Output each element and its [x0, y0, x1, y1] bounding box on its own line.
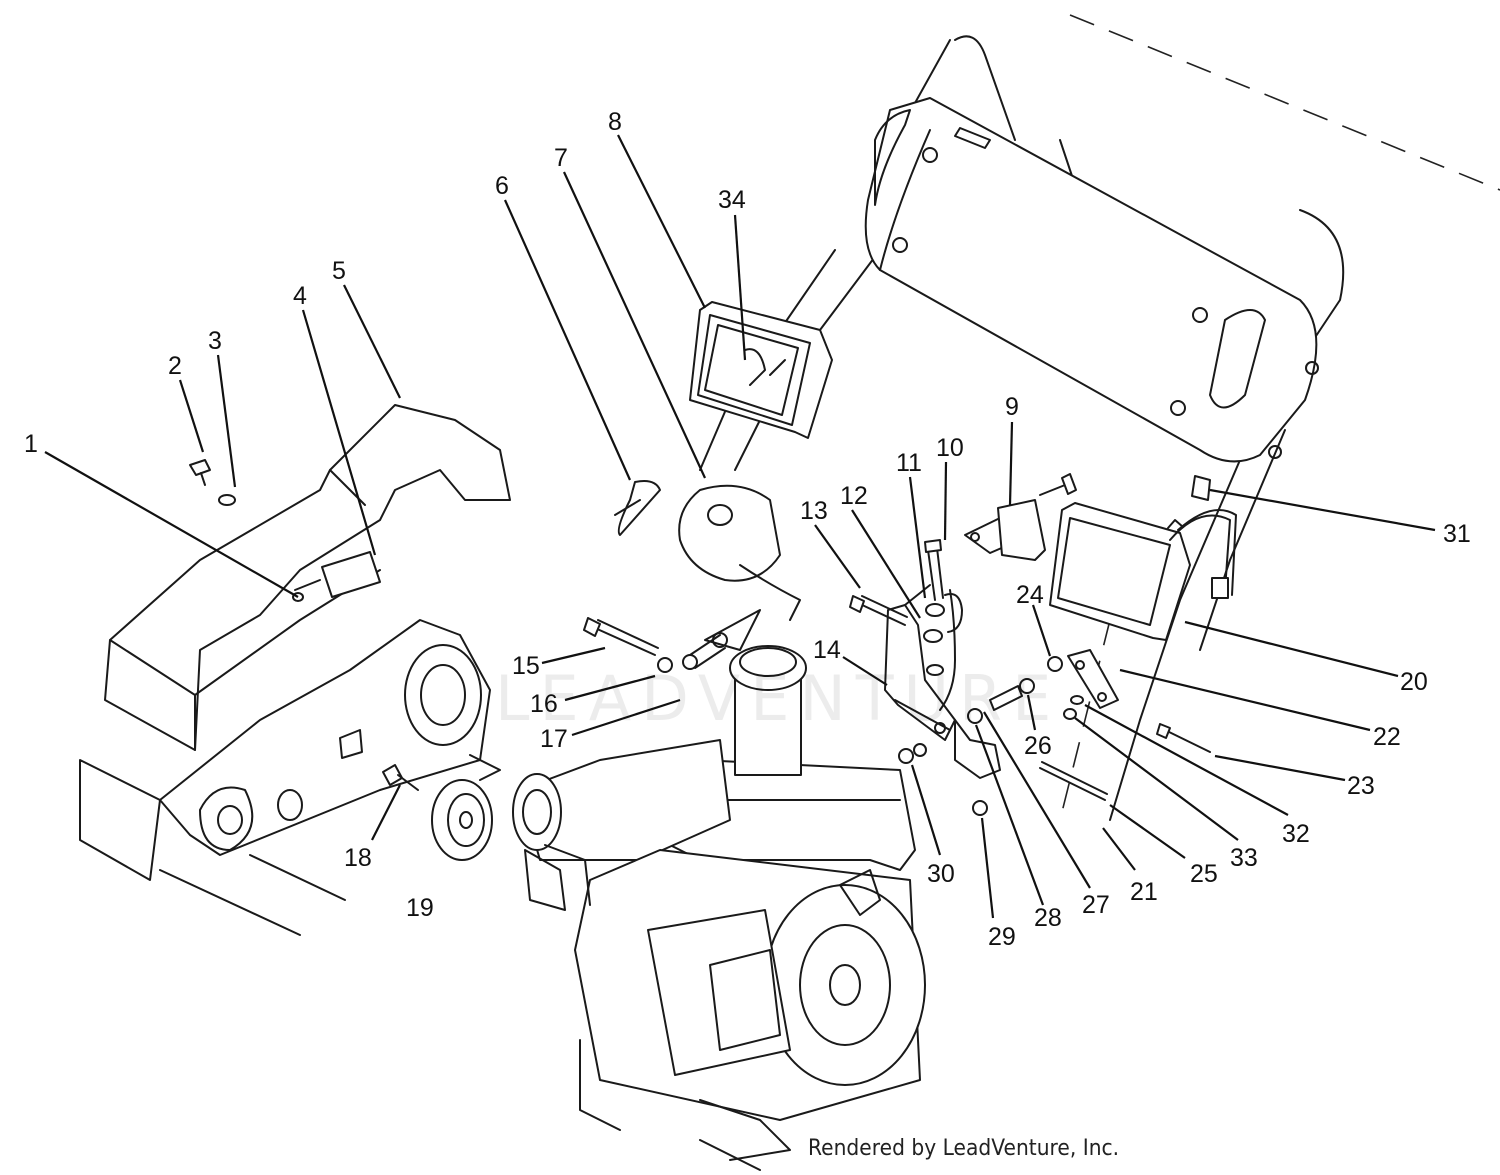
leader-lines [44, 134, 1436, 919]
washer-32 [1070, 695, 1084, 705]
callout-9: 9 [1005, 393, 1019, 421]
headlight-right [1049, 502, 1237, 641]
nut-30 [898, 743, 927, 764]
callout-14: 14 [813, 636, 841, 664]
bolt-23 [1156, 723, 1211, 753]
bolt-31 [1191, 475, 1211, 501]
callout-18: 18 [344, 844, 372, 872]
callout-27: 27 [1082, 891, 1110, 919]
callout-32: 32 [1282, 820, 1310, 848]
bolt-15 [583, 617, 659, 656]
watermark: LEADVENTURE [495, 662, 1061, 735]
hole-1 [292, 592, 304, 602]
callout-7: 7 [554, 144, 568, 172]
engine [512, 645, 926, 1171]
bracket-22 [1067, 649, 1119, 709]
callout-2: 2 [168, 352, 182, 380]
callout-30: 30 [927, 860, 955, 888]
credit-line: Rendered by LeadVenture, Inc. [808, 1136, 1120, 1161]
nut-33 [1063, 708, 1077, 720]
callout-26: 26 [1024, 732, 1052, 760]
callout-4: 4 [293, 282, 307, 310]
callout-19: 19 [406, 894, 434, 922]
callout-12: 12 [840, 482, 868, 510]
mount-bracket [884, 584, 1001, 779]
callout-5: 5 [332, 257, 346, 285]
callout-25: 25 [1190, 860, 1218, 888]
callout-8: 8 [608, 108, 622, 136]
screw-2 [189, 459, 211, 486]
callout-13: 13 [800, 497, 828, 525]
washer-3 [218, 494, 236, 506]
callout-16: 16 [530, 690, 558, 718]
washer-28 [967, 708, 983, 724]
washer-11 [925, 603, 945, 617]
callout-1: 1 [24, 430, 38, 458]
callout-15: 15 [512, 652, 540, 680]
pulley [431, 779, 493, 861]
belt-housing [79, 619, 501, 936]
washer-16 [657, 657, 673, 673]
bolt-18 [382, 764, 419, 791]
callout-33: 33 [1230, 844, 1258, 872]
callout-numbers: 1 2 3 4 5 6 7 8 34 9 10 11 12 13 14 15 1… [24, 108, 1471, 951]
bolt-13 [849, 595, 908, 626]
callout-3: 3 [208, 327, 222, 355]
throttle-knob [678, 484, 801, 651]
clamp [614, 480, 661, 536]
bolt-10 [924, 539, 944, 601]
callout-24: 24 [1016, 581, 1044, 609]
decal [294, 551, 381, 598]
callout-23: 23 [1347, 772, 1375, 800]
headlight-left [689, 301, 833, 439]
nut-24 [1047, 656, 1063, 672]
callout-20: 20 [1400, 668, 1428, 696]
callout-29: 29 [988, 923, 1016, 951]
switch-bracket [964, 473, 1077, 561]
callout-17: 17 [540, 725, 568, 753]
callout-31: 31 [1443, 520, 1471, 548]
nut-26 [1019, 678, 1035, 694]
nut-29 [972, 800, 988, 816]
callout-11: 11 [896, 449, 922, 477]
callout-21: 21 [1130, 878, 1158, 906]
callout-22: 22 [1373, 723, 1401, 751]
nut-12 [923, 629, 944, 676]
callout-6: 6 [495, 172, 509, 200]
spacer-27 [989, 685, 1023, 711]
link-rod [682, 632, 728, 670]
bolt-25 [1039, 761, 1108, 801]
callout-34: 34 [718, 186, 746, 214]
callout-10: 10 [936, 434, 964, 462]
control-panel [864, 97, 1319, 463]
callout-28: 28 [1034, 904, 1062, 932]
